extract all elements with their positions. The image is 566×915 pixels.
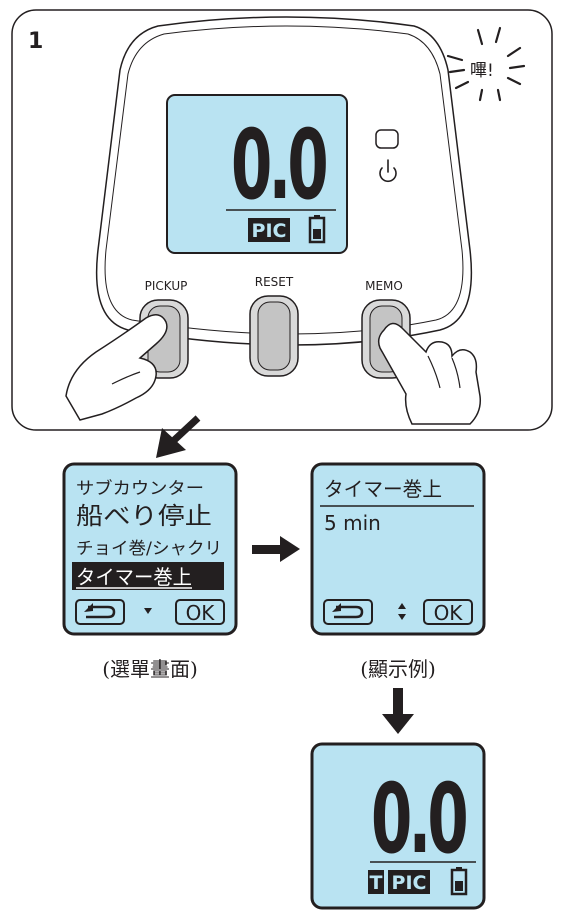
example-caption: (顯示例) [360,657,436,681]
beep-indicator [446,26,526,102]
reset-label: RESET [255,275,294,289]
menu-selection-bar [72,562,224,590]
pickup-label: PICKUP [145,279,188,293]
example-title: タイマー巻上 [324,477,442,501]
arrow-right [252,536,300,562]
result-lcd-value: 0.0 [371,763,466,875]
example-value: 5 min [324,511,381,535]
left-hand-finger-crease [111,371,141,385]
example-ok-label: OK [434,601,464,625]
back-icon [332,603,364,619]
battery-icon [308,215,326,244]
result-mode-badge [388,870,430,894]
example-back-key[interactable] [323,599,373,625]
step-number: 1 [28,29,43,54]
right-hand-finger-crease [427,355,461,389]
power-key[interactable] [375,129,399,149]
memo-label: MEMO [365,279,403,293]
right-hand-illustration [377,322,482,425]
menu-item: サブカウンター [76,478,204,499]
result-screen [310,742,486,910]
result-prefix-badge [368,870,384,894]
device-body-inner-edge [104,25,464,335]
down-arrow-icon [144,608,152,614]
device-lcd [166,94,348,254]
back-icon [84,603,116,619]
menu-ok-label: OK [186,601,216,625]
battery-icon [450,867,468,896]
example-ok-key[interactable]: OK [423,599,473,625]
menu-back-key[interactable] [75,599,125,625]
menu-item: チョイ巻/シャクリ [76,539,222,559]
arrow-down [382,688,414,734]
device-lcd-value: 0.0 [231,109,326,221]
menu-ok-key[interactable]: OK [175,599,225,625]
arrow-down-left [156,415,201,458]
result-mode-label: PIC [392,872,427,894]
menu-item-selected[interactable]: タイマー巻上 [76,565,192,589]
reset-button[interactable] [249,295,299,377]
menu-item: 船べり停止 [76,502,212,530]
up-down-arrows-icon [398,603,406,620]
menu-caption: (選單畫面) [102,657,198,681]
device-mode-badge [248,218,290,242]
device-mode-label: PIC [252,220,287,242]
power-icon [379,159,397,183]
result-prefix-label: T [370,872,383,894]
beep-text: 嗶! [470,61,494,81]
left-hand-illustration [65,314,168,421]
menu-screen [62,462,238,636]
